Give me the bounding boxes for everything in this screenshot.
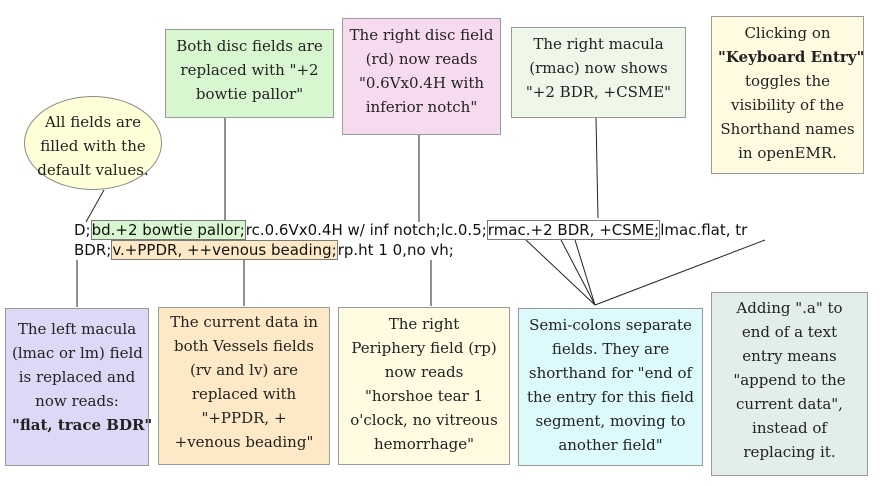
shorthand-line-1: D;bd.+2 bowtie pallor;rc.0.6Vx0.4H w/ in…	[74, 220, 748, 240]
connector-semicolon-c	[574, 239, 596, 306]
callout-disc-fields: Both disc fields are replaced with "+2 b…	[165, 29, 334, 118]
callout-right-disc: The right disc field (rd) now reads "0.6…	[342, 18, 501, 135]
callout-right-macula: The right macula (rmac) now shows "+2 BD…	[511, 27, 686, 118]
segment-bd: bd.+2 bowtie pallor;	[90, 220, 246, 240]
callout-vessels: The current data in both Vessels fields …	[158, 307, 330, 465]
connector-semicolon-a	[525, 239, 596, 306]
shorthand-line-2: BDR;v.+PPDR, ++venous beading;rp.ht 1 0,…	[74, 240, 454, 260]
callout-append: Adding ".a" to end of a text entry means…	[711, 292, 868, 476]
callout-right-periphery: The right Periphery field (rp) now reads…	[338, 307, 510, 465]
callout-semicolons: Semi-colons separate fields. They are sh…	[518, 308, 703, 466]
connector-default	[85, 189, 105, 223]
callout-keyboard-entry: Clicking on "Keyboard Entry" toggles the…	[711, 16, 864, 174]
callout-left-macula: The left macula (lmac or lm) field is re…	[5, 308, 152, 466]
segment-v: v.+PPDR, ++venous beading;	[111, 240, 338, 260]
connector-semicolon-d	[594, 239, 766, 306]
segment-rmac: rmac.+2 BDR, +CSME;	[486, 220, 661, 240]
connector-semicolon-b	[560, 239, 596, 306]
connector-right-macula	[595, 117, 599, 219]
callout-default-values: All fields are filled with the default v…	[24, 96, 162, 190]
